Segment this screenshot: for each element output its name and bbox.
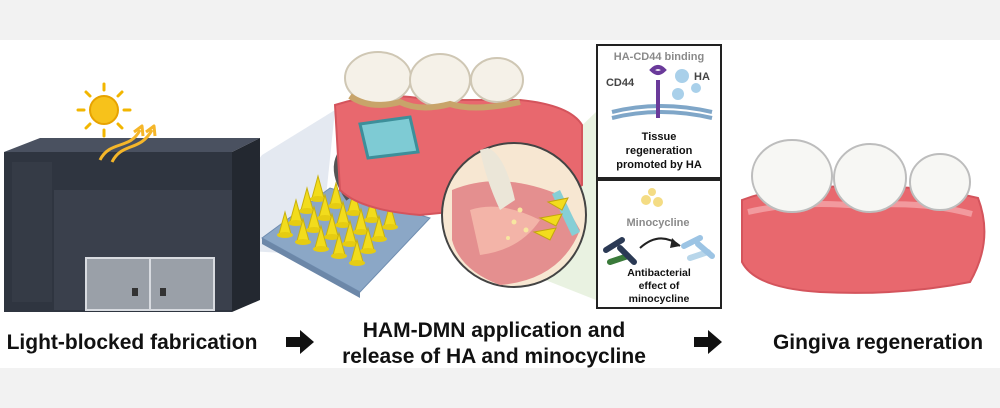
- light-blocked-box: [4, 138, 260, 312]
- microneedle-base: [306, 227, 322, 233]
- sun-icon: [76, 82, 132, 138]
- mino-caption-3: minocycline: [629, 293, 690, 305]
- flow-arrow-2: [694, 330, 722, 354]
- microneedle-base: [342, 241, 358, 247]
- cd44-label: CD44: [606, 77, 635, 89]
- ha-caption-2: regeneration: [626, 145, 693, 157]
- step-fabrication-label: Light-blocked fabrication: [6, 331, 258, 354]
- panel-title: HA-CD44 binding: [614, 51, 704, 63]
- flow-arrow-1: [286, 330, 314, 354]
- reflected-light-icon: [98, 124, 157, 163]
- microneedle-base: [360, 248, 376, 254]
- microneedle-base: [364, 217, 380, 223]
- step-application-label-1: HAM-DMN application and: [362, 319, 626, 342]
- bottom-band: [0, 368, 1000, 408]
- microneedle-base: [346, 210, 362, 216]
- microneedle-base: [299, 208, 315, 214]
- microneedle-base: [331, 253, 347, 259]
- mino-caption-1: Antibacterial: [627, 267, 691, 279]
- microneedle-base: [317, 215, 333, 221]
- regenerated-gum: [741, 139, 986, 294]
- magnified-view: [441, 142, 587, 288]
- ha-caption-3: promoted by HA: [616, 159, 702, 171]
- applied-patch: [358, 115, 420, 160]
- microneedle-base: [277, 232, 293, 238]
- microneedle-base: [328, 203, 344, 209]
- mino-caption-2: effect of: [639, 280, 680, 292]
- microneedle-base: [335, 222, 351, 228]
- right-door: [149, 257, 215, 311]
- ha-caption-1: Tissue: [642, 131, 677, 143]
- microneedle-base: [295, 239, 311, 245]
- left-door: [85, 257, 151, 311]
- step-application-label-2: release of HA and minocycline: [342, 345, 646, 368]
- microneedle-base: [371, 236, 387, 242]
- minocycline-panel: [596, 179, 722, 309]
- step-regeneration-label: Gingiva regeneration: [772, 331, 984, 354]
- microneedle-base: [313, 246, 329, 252]
- microneedle-base: [382, 224, 398, 230]
- microneedle-base: [349, 260, 365, 266]
- microneedle-base: [324, 234, 340, 240]
- tooth-2: [833, 143, 907, 213]
- minocycline-label: Minocycline: [627, 217, 690, 229]
- microneedle-array: [277, 174, 398, 266]
- ha-cd44-panel: [596, 44, 722, 179]
- ha-label: HA: [694, 71, 710, 83]
- top-band: [0, 0, 1000, 40]
- microneedle-base: [353, 229, 369, 235]
- tooth-1: [751, 139, 833, 213]
- tooth-3: [909, 153, 971, 211]
- microneedle-base: [310, 196, 326, 202]
- microneedle-base: [288, 220, 304, 226]
